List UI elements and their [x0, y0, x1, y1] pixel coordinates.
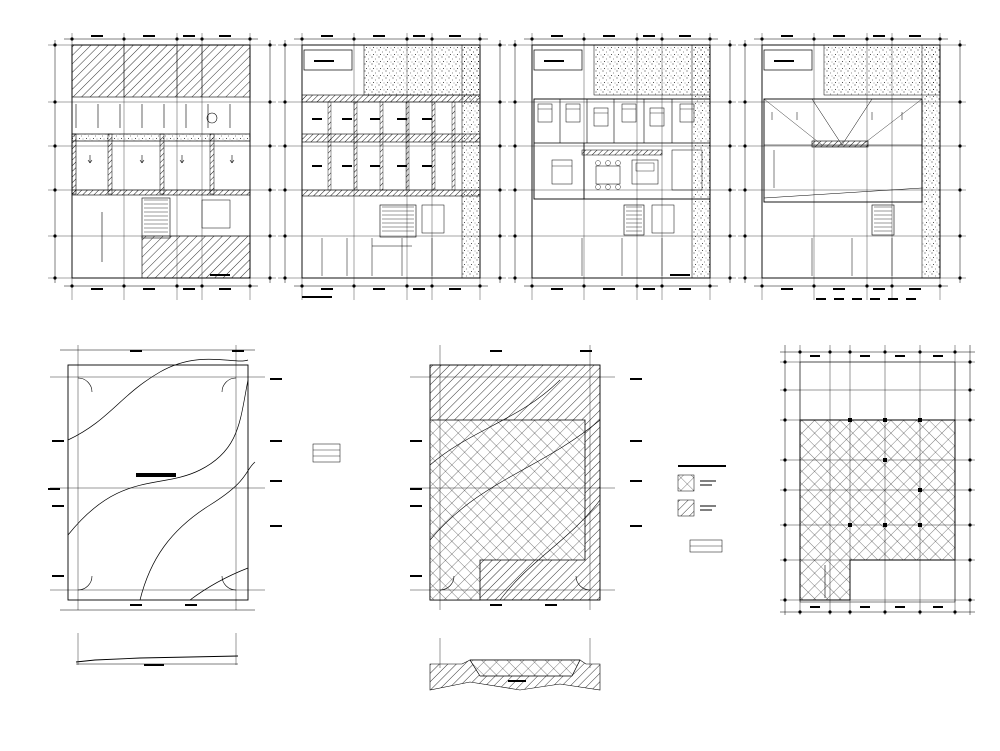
hatch-legend: [677, 465, 726, 553]
floor-plans-row: [48, 33, 966, 300]
floor-plan-4: [738, 33, 966, 300]
foundation-grid-plan: [780, 345, 975, 615]
floor-plan-1: [48, 33, 276, 300]
contour-site-plan: [48, 345, 341, 666]
floor-plan-2: [278, 33, 506, 300]
cut-fill-site-plan: [410, 345, 726, 691]
floor-plan-3: [508, 33, 736, 300]
